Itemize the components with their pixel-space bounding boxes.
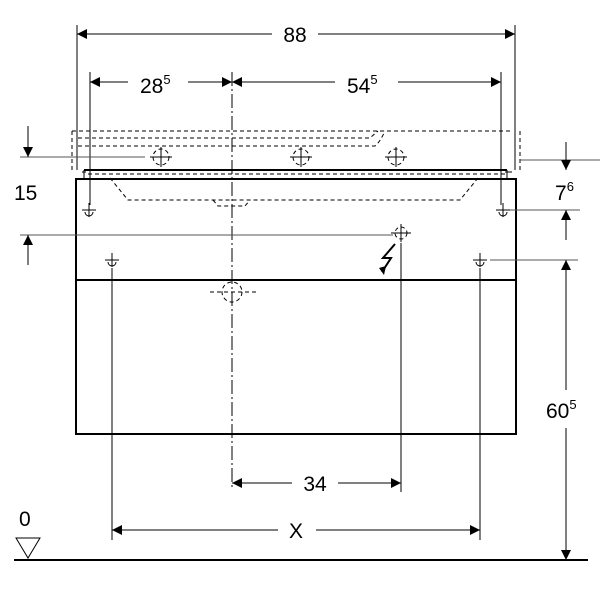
dimension-variable-width: X [112,520,480,543]
floor-level-marker: 0 [15,508,41,559]
svg-text:605: 605 [546,397,577,423]
fixing-point-icon [385,147,407,167]
svg-text:0: 0 [19,508,31,531]
svg-text:88: 88 [283,24,306,47]
cabinet-body [75,178,517,435]
power-point-icon [391,224,411,242]
fixing-point-icon [290,147,312,167]
dimension-right-small-height: 76 [555,142,574,240]
dimension-cabinet-height: 605 [546,260,577,560]
svg-text:34: 34 [303,473,327,496]
fixing-point-icon [496,203,510,217]
svg-text:76: 76 [555,179,574,205]
dimension-right-offset: 545 [232,72,501,98]
electric-bolt-icon [380,243,396,273]
dimension-center-to-power: 34 [232,473,401,496]
fixing-point-icon [150,147,172,167]
svg-text:545: 545 [347,72,378,98]
extension-lines [20,25,600,540]
dimension-left-height: 15 [14,126,37,265]
level-triangle-icon [15,537,41,559]
svg-text:285: 285 [140,72,171,98]
fixing-point-icon [105,253,119,267]
fixing-point-icon [82,203,96,217]
countertop [82,169,512,179]
svg-text:X: X [289,520,303,543]
dimension-left-offset: 285 [90,72,232,98]
svg-text:15: 15 [14,182,37,205]
fixing-point-icon [473,253,487,267]
basin-outline-dashed [71,130,521,207]
dimension-total-width: 88 [77,24,515,47]
mounting-marks [82,147,510,267]
